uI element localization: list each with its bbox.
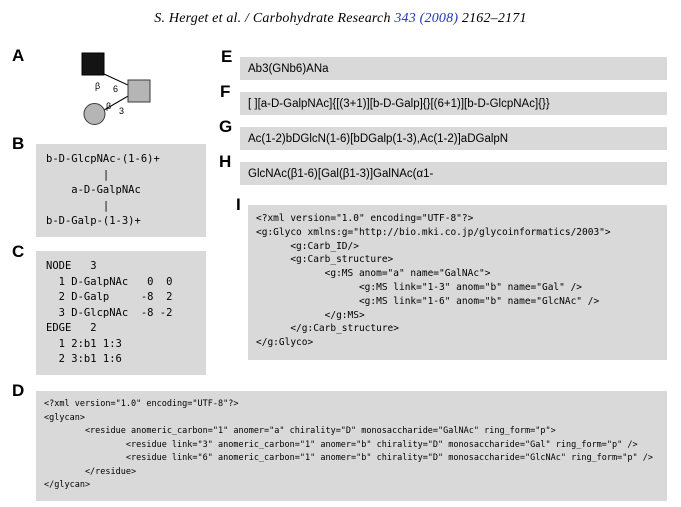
linkage-line-glcnac-galnac — [103, 73, 131, 87]
panel-e-text: Ab3(GNb6)ANa — [248, 62, 329, 75]
panel-i-text: <?xml version="1.0" encoding="UTF-8"?> <… — [256, 213, 611, 349]
panel-d-xml-box: <?xml version="1.0" encoding="UTF-8"?> <… — [36, 391, 667, 501]
anomer-label-top: β — [95, 81, 100, 91]
panel-label-b: B — [12, 134, 25, 153]
panel-h-code-bar: GlcNAc(β1-6)[Gal(β1-3)]GalNAc(α1- — [240, 162, 667, 185]
citation-prefix: S. Herget et al. / Carbohydrate Research — [154, 11, 395, 26]
linkage-label-top: 6 — [113, 84, 118, 94]
panel-b-iupac2d-box: b-D-GlcpNAc-(1-6)+ | a-D-GalpNAc | b-D-G… — [36, 144, 206, 237]
citation-volume-link[interactable]: 343 (2008) — [394, 11, 459, 26]
panel-label-e: E — [221, 47, 233, 66]
panel-f-code-bar: [ ][a-D-GalpNAc]{[(3+1)][b-D-Galp]{}[(6+… — [240, 92, 667, 115]
glycan-symbol-diagram: β 6 β 3 — [81, 52, 151, 125]
gal-gray-circle-icon — [83, 103, 106, 125]
panel-g-text: Ac(1-2)bDGlcN(1-6)[bDGalp(1-3),Ac(1-2)]a… — [248, 132, 509, 145]
panel-label-a: A — [12, 46, 25, 65]
panel-label-h: H — [219, 152, 232, 171]
linkage-label-bottom: 3 — [119, 106, 124, 116]
panel-c-kcf-box: NODE 3 1 D-GalpNAc 0 0 2 D-Galp -8 2 3 D… — [36, 251, 206, 375]
panel-h-text: GlcNAc(β1-6)[Gal(β1-3)]GalNAc(α1- — [248, 167, 434, 180]
panel-e-code-bar: Ab3(GNb6)ANa — [240, 57, 667, 80]
panel-label-d: D — [12, 381, 25, 400]
panel-d-text: <?xml version="1.0" encoding="UTF-8"?> <… — [44, 399, 653, 490]
glcnac-black-square-icon — [81, 52, 105, 76]
running-head-citation: S. Herget et al. / Carbohydrate Research… — [0, 11, 681, 27]
anomer-label-bottom: β — [106, 101, 111, 111]
galnac-gray-square-icon — [127, 79, 151, 103]
linkage-line-gal-galnac — [103, 94, 131, 111]
panel-label-g: G — [219, 117, 233, 136]
panel-i-xml-box: <?xml version="1.0" encoding="UTF-8"?> <… — [248, 205, 667, 360]
panel-b-text: b-D-GlcpNAc-(1-6)+ | a-D-GalpNAc | b-D-G… — [46, 153, 160, 227]
panel-label-c: C — [12, 242, 25, 261]
panel-f-text: [ ][a-D-GalpNAc]{[(3+1)][b-D-Galp]{}[(6+… — [248, 97, 550, 110]
panel-label-i: I — [236, 195, 241, 214]
citation-pages: 2162–2171 — [458, 11, 527, 26]
panel-g-code-bar: Ac(1-2)bDGlcN(1-6)[bDGalp(1-3),Ac(1-2)]a… — [240, 127, 667, 150]
panel-c-text: NODE 3 1 D-GalpNAc 0 0 2 D-Galp -8 2 3 D… — [46, 260, 173, 365]
panel-label-f: F — [220, 82, 231, 101]
